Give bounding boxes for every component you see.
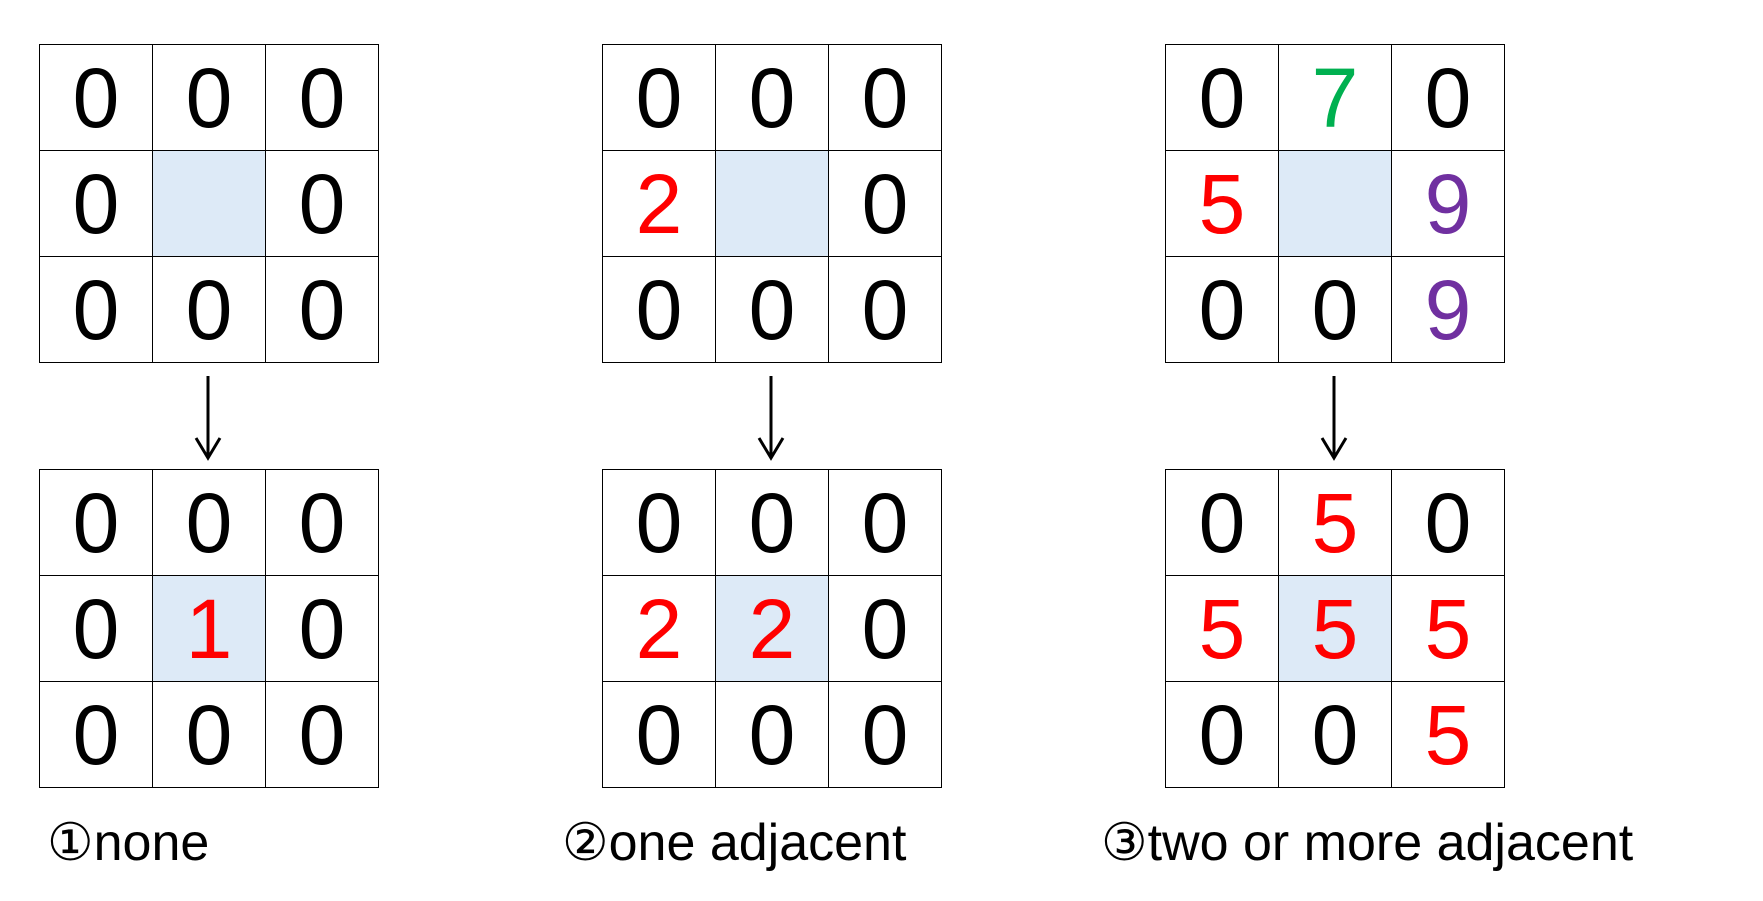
grid-cell: 0 [265,575,379,682]
grid-cell: 0 [828,256,942,363]
grid-cell: 9 [1391,150,1505,257]
down-arrow-icon [757,376,785,461]
grid-cell: 7 [1278,44,1392,151]
grid-cell-center: 5 [1278,575,1392,682]
caption: ③two or more adjacent [1101,814,1634,872]
grid-cell: 0 [1391,44,1505,151]
grid-cell: 0 [1278,681,1392,788]
down-arrow-icon [1320,376,1348,461]
grid-cell: 0 [715,681,829,788]
grid-cell: 0 [1165,256,1279,363]
grid-cell-center: 2 [715,575,829,682]
grid-cell: 0 [152,256,266,363]
grid-cell: 5 [1278,469,1392,576]
grid-cell: 0 [265,681,379,788]
grid-cell: 9 [1391,256,1505,363]
grid-cell: 0 [39,256,153,363]
grid-cell: 0 [39,575,153,682]
grid-cell: 0 [1165,469,1279,576]
grid-cell: 0 [1165,44,1279,151]
grid-cell-center: 1 [152,575,266,682]
grid-cell: 0 [152,469,266,576]
grid-cell: 0 [715,469,829,576]
grid-cell: 0 [39,44,153,151]
grid-cell: 0 [39,469,153,576]
grid-cell: 0 [828,575,942,682]
grid-cell: 0 [1391,469,1505,576]
caption: ①none [47,814,210,872]
grid-cell: 0 [602,44,716,151]
grid-cell: 5 [1391,575,1505,682]
grid-cell: 0 [39,150,153,257]
grid-cell: 0 [265,44,379,151]
grid-cell: 0 [715,44,829,151]
grid-cell-center [152,150,266,257]
grid-cell: 0 [265,256,379,363]
grid-cell: 0 [265,469,379,576]
grid-cell: 0 [1165,681,1279,788]
grid-cell: 2 [602,575,716,682]
grid-cell: 0 [602,681,716,788]
grid-cell: 5 [1165,575,1279,682]
grid-cell: 5 [1391,681,1505,788]
grid-cell-center [1278,150,1392,257]
caption: ②one adjacent [562,814,907,872]
grid-cell: 0 [265,150,379,257]
grid-cell: 0 [828,681,942,788]
grid-cell: 0 [602,256,716,363]
grid-cell: 2 [602,150,716,257]
grid-cell-center [715,150,829,257]
grid-cell: 0 [828,44,942,151]
grid-cell: 0 [39,681,153,788]
grid-cell: 0 [715,256,829,363]
grid-cell: 0 [828,150,942,257]
grid-cell: 0 [1278,256,1392,363]
grid-cell: 0 [602,469,716,576]
down-arrow-icon [194,376,222,461]
grid-cell: 0 [152,44,266,151]
grid-cell: 0 [152,681,266,788]
grid-cell: 0 [828,469,942,576]
grid-cell: 5 [1165,150,1279,257]
